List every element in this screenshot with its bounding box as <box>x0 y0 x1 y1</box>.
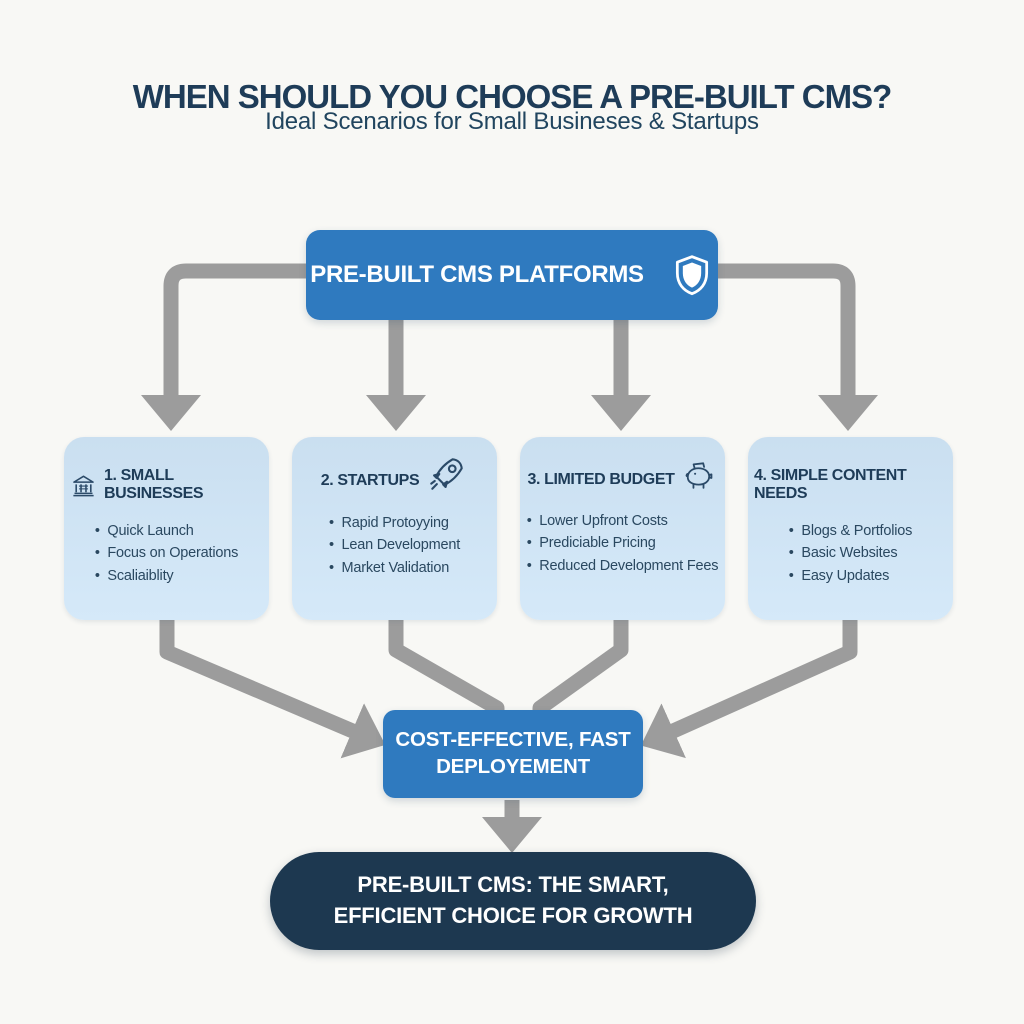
scenario-title: 2. STARTUPS <box>320 472 420 489</box>
conclusion-node-label: PRE-BUILT CMS: THE SMART, EFFICIENT CHOI… <box>333 872 693 928</box>
arrow-box2-to-outcome <box>388 618 505 720</box>
root-node-label: PRE-BUILT CMS PLATFORMS <box>310 261 644 288</box>
scenario-bullets: Blogs & Portfolios Basic Websites Easy U… <box>789 520 912 587</box>
scenario-header: 1. SMALL BUSINESSES <box>64 467 269 503</box>
scenario-header: 2. STARTUPS <box>292 458 497 495</box>
outcome-node-cost-effective-fast-deployment: COST-EFFECTIVE, FAST DEPLOYEMENT <box>383 710 643 798</box>
bullet-item: Prediciable Pricing <box>527 532 719 554</box>
arrow-box4-to-outcome <box>640 618 858 759</box>
outcome-node-label: COST-EFFECTIVE, FAST DEPLOYEMENT <box>395 728 631 778</box>
bullet-item: Scaliaiblity <box>95 565 238 587</box>
arrow-root-to-box4 <box>718 263 878 431</box>
arrow-box3-to-outcome <box>532 618 629 720</box>
scenario-bullets: Lower Upfront Costs Prediciable Pricing … <box>527 510 719 577</box>
bullet-item: Quick Launch <box>95 520 238 542</box>
bullet-item: Focus on Operations <box>95 542 238 564</box>
bullet-item: Basic Websites <box>789 542 912 564</box>
scenario-box-simple-content-needs: 4. SIMPLE CONTENT NEEDS Blogs & Portfoli… <box>748 437 953 620</box>
bullet-item: Reduced Development Fees <box>527 555 718 577</box>
scenario-title: 4. SIMPLE CONTENT NEEDS <box>754 467 907 502</box>
bullet-item: Rapid Protoyying <box>329 512 460 534</box>
shield-icon <box>670 253 714 297</box>
scenario-box-small-businesses: 1. SMALL BUSINESSES Quick Launch Focus o… <box>64 437 269 620</box>
bullet-item: Lower Upfront Costs <box>527 510 719 532</box>
scenario-header: 3. LIMITED BUDGET <box>520 462 725 493</box>
bullet-item: Blogs & Portfolios <box>789 520 912 542</box>
scenario-title: 3. LIMITED BUDGET <box>527 471 675 488</box>
scenario-bullets: Rapid Protoyying Lean Development Market… <box>329 512 461 579</box>
piggy-bank-icon <box>681 457 717 493</box>
rocket-icon <box>426 453 468 495</box>
scenario-title: 1. SMALL BUSINESSES <box>104 467 204 502</box>
bank-icon <box>70 472 97 499</box>
bullet-item: Market Validation <box>329 557 460 579</box>
scenario-bullets: Quick Launch Focus on Operations Scaliai… <box>95 520 238 587</box>
conclusion-node-smart-efficient-choice: PRE-BUILT CMS: THE SMART, EFFICIENT CHOI… <box>270 852 756 950</box>
bullet-item: Lean Development <box>329 534 461 556</box>
page-title: WHEN SHOULD YOU CHOOSE A PRE-BUILT CMS? <box>132 78 893 116</box>
scenario-box-startups: 2. STARTUPS Rapid Protoyying Lean Develo… <box>292 437 497 620</box>
bullet-item: Easy Updates <box>789 565 912 587</box>
scenario-box-limited-budget: 3. LIMITED BUDGET Lower Upfront Costs Pr… <box>520 437 725 620</box>
root-node-pre-built-cms-platforms: PRE-BUILT CMS PLATFORMS <box>306 230 718 320</box>
arrow-root-to-box1 <box>141 263 306 431</box>
page-subtitle: Ideal Scenarios for Small Busineses & St… <box>265 108 759 135</box>
scenario-header: 4. SIMPLE CONTENT NEEDS <box>748 467 953 503</box>
arrow-box1-to-outcome <box>159 618 386 759</box>
